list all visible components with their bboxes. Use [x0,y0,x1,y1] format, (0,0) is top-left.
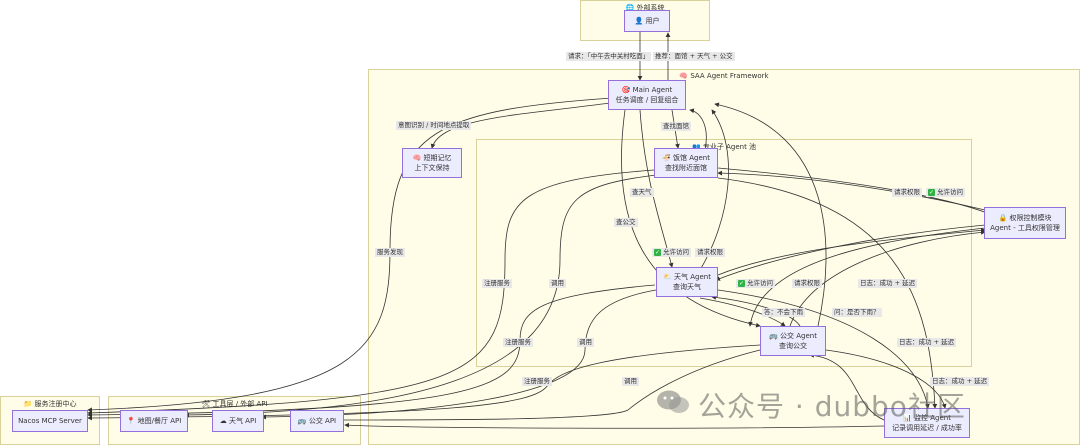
edge-weather-monitor [717,289,930,409]
watermark-text: 公众号 · dubbo社区 [698,390,966,423]
edge-food-mapapi [184,174,657,418]
node-monitor-agent[interactable]: 📊 监控 Agent 记录调用延迟 / 成功率 [884,408,970,438]
node-weather-api[interactable]: ☁ 天气 API [212,410,264,432]
edge-main-memory [430,102,611,149]
node-memory-title: 🧠 短期记忆 [412,154,452,162]
edge-food-main [689,108,707,151]
label-call-3: 调用 [622,377,639,386]
label-register-3: 注册服务 [522,377,552,386]
edge-weather-weatherapi [261,289,657,420]
node-food-sub: 查找附近面馆 [665,164,707,172]
check-icon: ✓ [928,189,935,196]
node-short-memory[interactable]: 🧠 短期记忆 上下文保持 [402,148,462,178]
cluster-pool-title: 👥 专业子 Agent 池 [691,143,757,151]
node-weather-title: ⛅ 天气 Agent [663,273,711,281]
node-perm-sub: Agent - 工具权限管理 [990,224,1060,232]
node-map-api[interactable]: 📍 地图/餐厅 API [120,410,188,432]
label-service-discovery: 服务发现 [375,248,405,257]
label-log-3: 日志：成功 + 延迟 [930,377,990,386]
node-bus-title: 🚌 公交 Agent [769,332,817,340]
label-req-perm-1-text: 请求权限 [894,188,920,196]
label-allow-2-text: 允许访问 [663,248,689,256]
label-call-2: 调用 [577,338,594,347]
edge-weather-bus [699,297,786,327]
node-bus-api[interactable]: 🚌 公交 API [290,410,344,432]
edge-main-bus [621,109,761,328]
edge-bus-perm [789,229,986,327]
edge-perm-bus [748,227,986,327]
node-main-title: 🎯 Main Agent [621,86,673,94]
node-food-title: 🍜 饭馆 Agent [662,154,710,162]
node-map-api-label: 📍 地图/餐厅 API [126,417,182,425]
node-bus-api-label: 🚌 公交 API [297,417,337,425]
label-register-1: 注册服务 [482,279,512,288]
node-food-agent[interactable]: 🍜 饭馆 Agent 查找附近面馆 [654,148,718,178]
node-weather-api-label: ☁ 天气 API [219,417,257,425]
node-main-sub: 任务调度 / 回复组合 [615,96,679,104]
label-request: 请求：「中午去中关村吃面」 [566,52,652,61]
label-req-perm-1: 请求权限 [892,188,922,197]
label-find-food: 查找面馆 [661,122,691,131]
edge-weather-main [699,109,729,271]
label-recommend: 推荐：面馆 + 天气 + 公交 [653,52,735,61]
edge-monitor-busapi [344,422,885,429]
cluster-external-systems: 🌐 外部系统 [580,0,710,41]
edge-food-monitor [717,177,938,409]
label-allow-3-text: 允许访问 [747,279,773,287]
node-nacos[interactable]: Nacos MCP Server [12,410,88,432]
edge-main-nacos [87,97,613,413]
edge-perm-food [717,170,986,211]
edge-bus-busapi [339,349,761,423]
label-check-weather: 查天气 [630,188,654,197]
label-log-2: 日志：成功 + 延迟 [897,338,957,347]
node-perm-title: 🔒 权限控制模块 [998,214,1052,222]
node-nacos-label: Nacos MCP Server [18,417,82,425]
label-allow-1: ✓允许访问 [926,188,965,197]
edge-weather-perm [717,227,986,276]
label-allow-1-text: 允许访问 [937,188,963,196]
node-memory-sub: 上下文保持 [414,164,450,172]
wechat-logo-icon [657,390,689,413]
label-register-2: 注册服务 [503,338,533,347]
node-monitor-sub: 记录调用延迟 / 成功率 [892,424,962,432]
label-allow-2: ✓允许访问 [652,248,691,257]
edge-bus-weather [711,295,801,327]
node-weather-agent[interactable]: ⛅ 天气 Agent 查询天气 [656,267,718,297]
check-icon: ✓ [654,249,661,256]
node-bus-sub: 查询公交 [779,342,807,350]
label-log-1: 日志：成功 + 延迟 [858,279,918,288]
label-call-1: 调用 [549,279,566,288]
label-check-bus: 查公交 [614,218,638,227]
node-user-label: 👤 用户 [634,17,660,25]
node-permission[interactable]: 🔒 权限控制模块 Agent - 工具权限管理 [984,207,1066,239]
edge-bus-main [714,102,827,327]
cluster-framework-title: 🧠 SAA Agent Framework [679,72,769,80]
cluster-registry-title: 📁 服务注册中心 [23,400,77,408]
node-user[interactable]: 👤 用户 [624,10,670,32]
node-monitor-title: 📊 监控 Agent [903,414,951,422]
label-ask-rain: 问：是否下雨？ [832,308,882,317]
label-req-perm-2: 请求权限 [695,248,725,257]
edge-weather-nacos [87,284,656,418]
label-intent: 意图识别 / 时间地点提取 [396,121,472,130]
label-allow-3: ✓允许访问 [736,279,775,288]
node-weather-sub: 查询天气 [673,283,701,291]
cluster-external-title: 🌐 外部系统 [625,4,665,12]
cluster-tools-title: 🛠 工具层 / 外部 API [201,400,268,408]
edge-perm-weather [715,224,986,281]
label-req-perm-3: 请求权限 [792,279,822,288]
check-icon: ✓ [738,280,745,287]
edge-bus-monitor [825,349,947,409]
node-main-agent[interactable]: 🎯 Main Agent 任务调度 / 回复组合 [608,80,686,110]
node-bus-agent[interactable]: 🚌 公交 Agent 查询公交 [760,326,826,356]
edge-monitor-bus [809,353,885,421]
label-answer-rain: 答：不会下雨 [762,308,805,317]
edge-food-nacos [87,169,655,416]
edge-food-perm [717,167,991,215]
